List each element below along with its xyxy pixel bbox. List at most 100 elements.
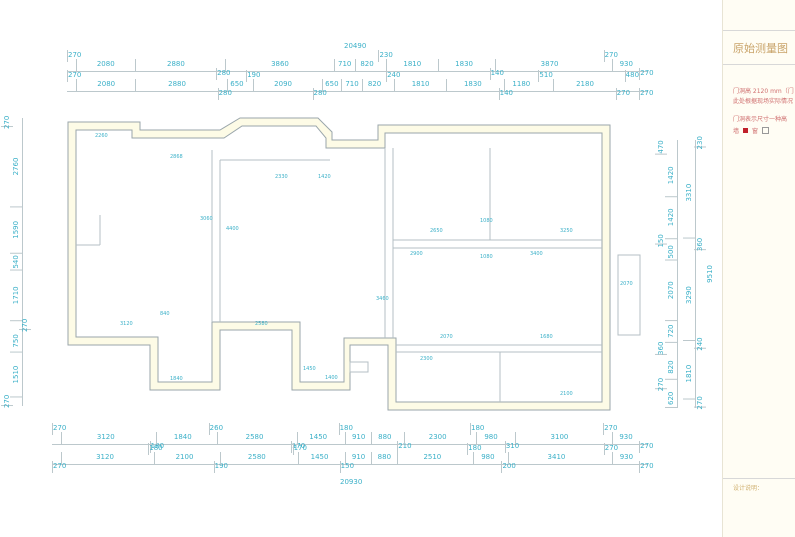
interior-dimension-label: 1080 — [480, 254, 493, 260]
dimension-segment: 2510 — [396, 452, 468, 464]
interior-dimension-label: 3400 — [530, 251, 543, 257]
interior-dimension-label: 2260 — [95, 133, 108, 139]
dimension-segment: 190 — [246, 70, 260, 82]
dimension-segment: 820 — [362, 79, 386, 91]
interior-dimension-label: 2070 — [620, 281, 633, 287]
dimension-segment: 270 — [52, 423, 66, 435]
dimension-segment: 270 — [52, 461, 66, 473]
dimension-segment: 930 — [612, 59, 639, 71]
dimension-segment: 2080 — [75, 59, 135, 71]
dimension-segment: 2880 — [135, 79, 217, 91]
dimension-segment: 240 — [386, 70, 400, 82]
dimension-segment: 880 — [371, 432, 397, 444]
dimension-segment: 1810 — [394, 79, 446, 91]
interior-dimension-label: 2650 — [430, 228, 443, 234]
dimension-segment: 3870 — [494, 59, 604, 71]
wall-swatch-icon — [743, 128, 749, 133]
interior-dimension-label: 2580 — [255, 321, 268, 327]
dimension-segment: 2880 — [134, 59, 216, 71]
dimension-segment: 880 — [371, 452, 396, 464]
interior-dimension-label: 3120 — [120, 321, 133, 327]
dimension-segment: 820 — [354, 59, 379, 71]
dimension-segment: 2080 — [75, 79, 136, 91]
dimension-segment: 710 — [341, 79, 362, 91]
dimension-segment: 710 — [333, 59, 355, 71]
dimension-segment: 230 — [378, 50, 393, 62]
dimension-segment: 270 — [639, 461, 654, 473]
dimension-segment: 2090 — [252, 79, 313, 91]
interior-dimension-label: 2330 — [275, 174, 288, 180]
interior-dimension-label: 2100 — [560, 391, 573, 397]
dimension-segment: 1180 — [503, 79, 538, 91]
legend-window-label: 窗 — [752, 128, 759, 135]
bottom-total-dimension: 20930 — [340, 478, 363, 486]
note-door-symbol: 门洞表示尺寸一种高 — [733, 116, 788, 123]
interior-dimension-label: 1400 — [325, 375, 338, 381]
dimension-segment: 1450 — [296, 432, 339, 444]
dimension-segment: 3120 — [60, 452, 149, 464]
dimension-segment: 480 — [624, 70, 640, 82]
dimension-segment: 980 — [473, 452, 501, 464]
dimension-segment: 910 — [344, 452, 371, 464]
dimension-segment: 2100 — [154, 452, 213, 464]
window-swatch-icon — [762, 127, 770, 134]
dimension-segment: 3120 — [60, 432, 150, 444]
interior-dimension-label: 1080 — [480, 218, 493, 224]
dimension-segment: 280 — [312, 88, 327, 100]
dimension-segment: 930 — [611, 432, 639, 444]
dimension-segment: 1830 — [437, 59, 490, 71]
dimension-segment: 270 — [603, 443, 618, 455]
dimension-segment: 270 — [639, 68, 654, 80]
dimension-segment: 930 — [612, 452, 639, 464]
interior-dimension-label: 1450 — [303, 366, 316, 372]
dimension-segment: 2580 — [217, 432, 291, 444]
design-notes-label: 设计说明： — [733, 485, 764, 492]
dimension-segment: 3860 — [225, 59, 334, 71]
dimension-segment: 1450 — [298, 452, 339, 464]
dimension-segment: 280 — [216, 68, 230, 80]
dimension-segment: 1840 — [155, 432, 209, 444]
legend: 墙 窗 — [733, 126, 770, 135]
dimension-segment: 270 — [639, 88, 653, 100]
interior-dimension-label: 1840 — [170, 376, 183, 382]
title-block: 原始测量图 门洞高 2120 mm（门 此处根据现场实际情况 门洞表示尺寸一种高… — [722, 0, 795, 537]
interior-dimension-label: 2868 — [170, 154, 183, 160]
dimension-segment: 270 — [67, 70, 81, 82]
dimension-segment: 650 — [321, 79, 341, 91]
dimension-segment: 650 — [226, 79, 246, 91]
interior-dimension-label: 3460 — [376, 296, 389, 302]
drawing-title: 原始测量图 — [733, 42, 788, 55]
legend-wall-label: 墙 — [733, 128, 740, 135]
partitions — [76, 148, 641, 402]
walls — [67, 117, 611, 411]
top-total-dimension: 20490 — [344, 42, 367, 50]
dimension-segment: 270 — [603, 423, 617, 435]
dimension-segment: 3100 — [514, 432, 603, 444]
inner-wall-outline — [75, 125, 603, 403]
interior-dimension-label: 3250 — [560, 228, 573, 234]
interior-dimension-label: 1680 — [540, 334, 553, 340]
dimension-segment: 310 — [504, 441, 519, 453]
dimension-segment: 270 — [67, 50, 81, 62]
interior-dimension-label: 2070 — [440, 334, 453, 340]
interior-dimension-label: 2900 — [410, 251, 423, 257]
dimension-segment: 260 — [208, 423, 223, 435]
interior-dimension-label: 3060 — [200, 216, 213, 222]
dimension-segment: 980 — [476, 432, 505, 444]
dimension-segment: 1810 — [386, 59, 437, 71]
interior-dimension-label: 4400 — [226, 226, 239, 232]
dimension-segment: 210 — [397, 441, 412, 453]
dimension-segment: 2580 — [220, 452, 293, 464]
dimension-segment: 2300 — [404, 432, 470, 444]
interior-dimension-label: 840 — [160, 311, 170, 317]
dimension-segment: 280 — [217, 88, 232, 100]
note-door-height: 门洞高 2120 mm（门 — [733, 88, 794, 95]
dimension-segment: 510 — [537, 70, 553, 82]
